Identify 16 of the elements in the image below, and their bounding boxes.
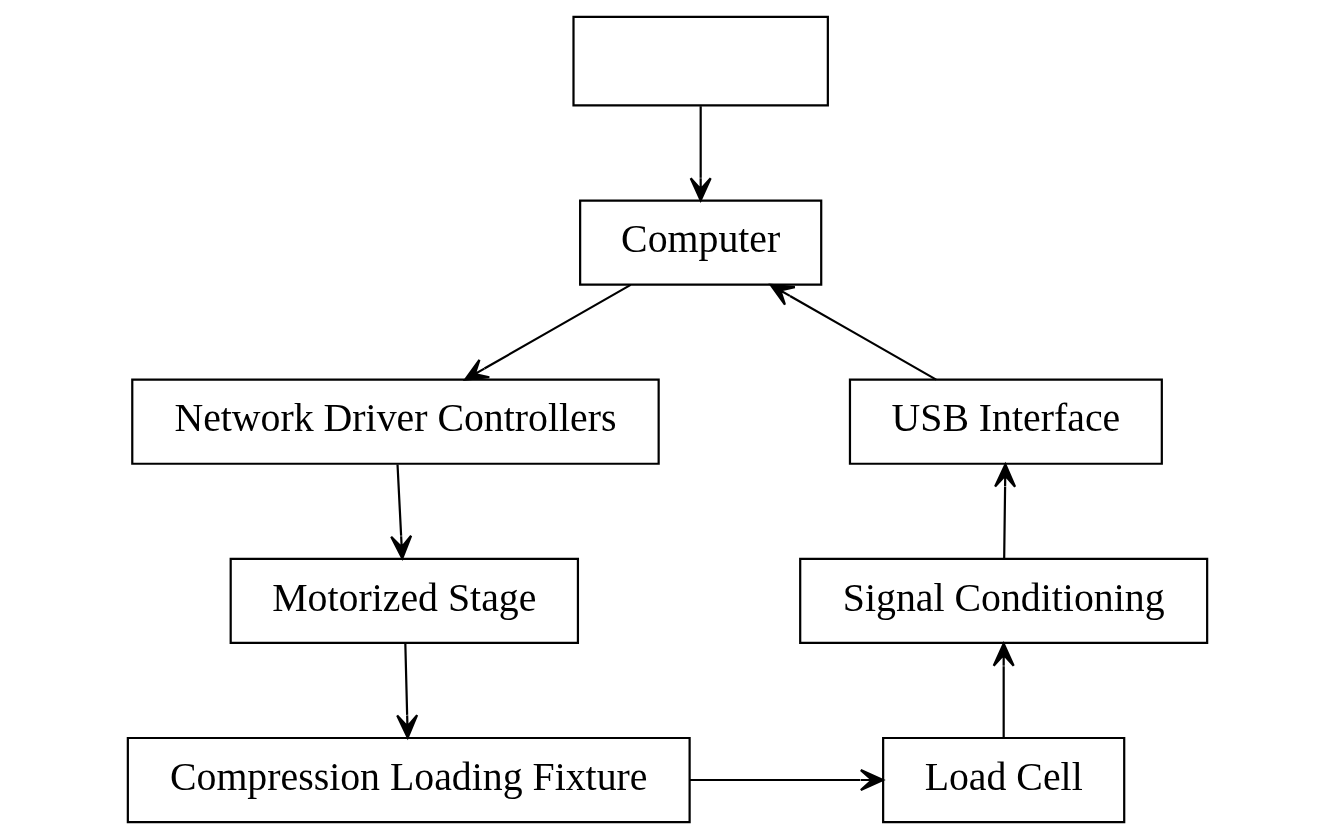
node-box: Network Driver Controllers [130,378,660,465]
arrow [395,643,418,739]
node-box: USB Interface [848,378,1163,465]
arrow [689,768,884,792]
node-box: Signal Conditioning [798,557,1208,644]
node-box: Compression Loading Fixture [126,736,691,824]
arrow [689,106,712,202]
node-box: Computer [578,199,822,286]
arrow [993,463,1016,559]
arrow [992,642,1015,738]
arrow [389,464,412,560]
node-box: Motorized Stage [229,557,579,644]
arrow [463,283,631,381]
node-box [571,15,829,107]
node-box: Load Cell [881,736,1125,824]
arrow [769,283,937,381]
